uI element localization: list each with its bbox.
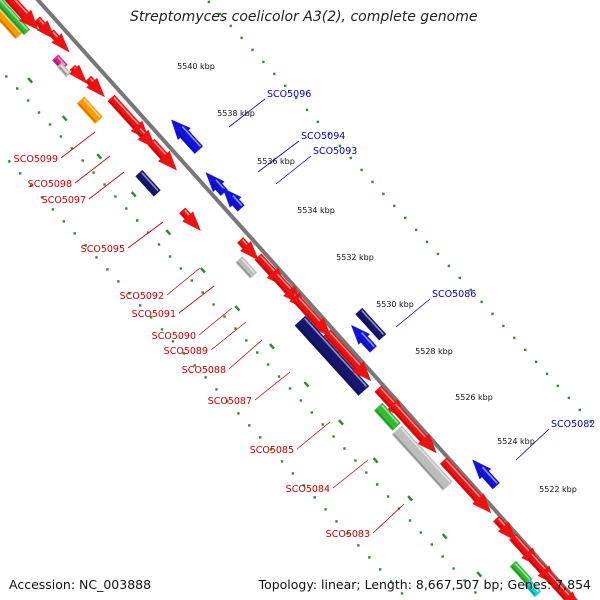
gene-block-green[interactable] (373, 402, 401, 431)
kbp-label: 5530 kbp (376, 300, 414, 309)
kbp-label: 5532 kbp (336, 253, 374, 262)
forward-gene-label[interactable]: SCO5094 (301, 131, 345, 142)
kbp-label: 5528 kbp (415, 347, 453, 356)
gene-block-red[interactable] (69, 64, 88, 85)
gene-block-red[interactable] (147, 138, 178, 171)
gene-label-leader (395, 298, 431, 328)
gene-block-gray[interactable] (235, 256, 258, 279)
genome-backbone (35, 0, 579, 600)
forward-gene-label[interactable]: SCO5086 (432, 289, 476, 300)
forward-gene-label[interactable]: SCO5096 (267, 89, 311, 100)
gene-block-cyan[interactable] (523, 579, 542, 598)
kbp-guide-track (207, 0, 592, 424)
gene-block-red[interactable] (48, 29, 70, 53)
reverse-gene-label[interactable]: SCO5088 (182, 365, 226, 376)
gene-label-leader (166, 267, 201, 296)
gene-block-red[interactable] (492, 515, 517, 542)
gene-label-leader (228, 339, 263, 370)
gene-block-blue[interactable] (222, 187, 245, 212)
genome-title: Streptomyces coelicolor A3(2), complete … (130, 9, 478, 25)
gene-block-navy[interactable] (135, 169, 161, 197)
gene-label-leader (372, 503, 405, 534)
kbp-label: 5540 kbp (177, 62, 215, 71)
reverse-gene-label[interactable]: SCO5092 (120, 291, 164, 302)
forward-gene-label[interactable]: SCO5093 (313, 146, 357, 157)
gene-label-leader (88, 171, 125, 200)
gene-label-leader (275, 155, 312, 185)
accession-info: Accession: NC_003888 (9, 577, 152, 592)
kbp-label: 5522 kbp (539, 485, 577, 494)
gene-label-leader (296, 421, 331, 450)
gene-block-green[interactable] (0, 0, 31, 36)
gene-label-leader (74, 155, 111, 184)
gene-block-orange[interactable] (76, 96, 103, 124)
gene-label-leader (60, 131, 96, 159)
gene-block-red[interactable] (2, 0, 39, 30)
reverse-gene-label[interactable]: SCO5083 (326, 529, 370, 540)
kbp-label: 5536 kbp (257, 157, 295, 166)
kbp-label: 5534 kbp (297, 206, 335, 215)
kbp-guide-track (8, 160, 404, 595)
gene-label-leader (332, 459, 369, 489)
kbp-label: 5526 kbp (455, 393, 493, 402)
gene-block-gray[interactable] (56, 62, 71, 78)
gene-label-leader (178, 285, 215, 314)
reverse-gene-label[interactable]: SCO5089 (164, 346, 208, 357)
gene-block-red[interactable] (292, 295, 332, 338)
gene-block-red[interactable] (541, 569, 580, 600)
reverse-gene-label[interactable]: SCO5090 (152, 331, 196, 342)
reverse-gene-label[interactable]: SCO5098 (28, 179, 72, 190)
gene-block-blue[interactable] (171, 119, 204, 154)
gene-block-red[interactable] (439, 457, 492, 514)
gene-block-navy[interactable] (294, 315, 370, 396)
kbp-label: 5538 kbp (217, 109, 255, 118)
gene-block-red[interactable] (388, 401, 437, 454)
gene-label-leader (210, 321, 247, 351)
kbp-guide-track (5, 75, 477, 594)
reverse-gene-label[interactable]: SCO5095 (81, 244, 125, 255)
gene-label-leader (254, 371, 291, 401)
gene-label-leader (127, 221, 164, 249)
gene-label-leader (257, 140, 300, 173)
track-separator (27, 77, 483, 578)
reverse-gene-label[interactable]: SCO5099 (14, 154, 58, 165)
gene-label-leader (228, 98, 266, 128)
gene-label-leader (198, 307, 233, 336)
gene-block-red[interactable] (84, 75, 105, 98)
reverse-gene-label[interactable]: SCO5097 (42, 195, 86, 206)
gene-block-red[interactable] (178, 207, 201, 232)
gene-block-blue[interactable] (472, 459, 500, 490)
gene-block-navy[interactable] (355, 307, 387, 341)
kbp-label: 5524 kbp (497, 437, 535, 446)
gene-label-leader (515, 428, 550, 461)
reverse-gene-label[interactable]: SCO5091 (132, 309, 176, 320)
topology-info: Topology: linear; Length: 8,667,507 bp; … (258, 577, 591, 592)
reverse-gene-label[interactable]: SCO5087 (208, 396, 252, 407)
reverse-gene-label[interactable]: SCO5084 (286, 484, 330, 495)
gene-block-red[interactable] (236, 237, 259, 261)
gene-block-red[interactable] (323, 329, 372, 382)
gene-block-gray[interactable] (391, 425, 453, 491)
reverse-gene-label[interactable]: SCO5085 (250, 445, 294, 456)
gene-block-blue[interactable] (350, 324, 377, 353)
forward-gene-label[interactable]: SCO5082 (551, 419, 595, 430)
